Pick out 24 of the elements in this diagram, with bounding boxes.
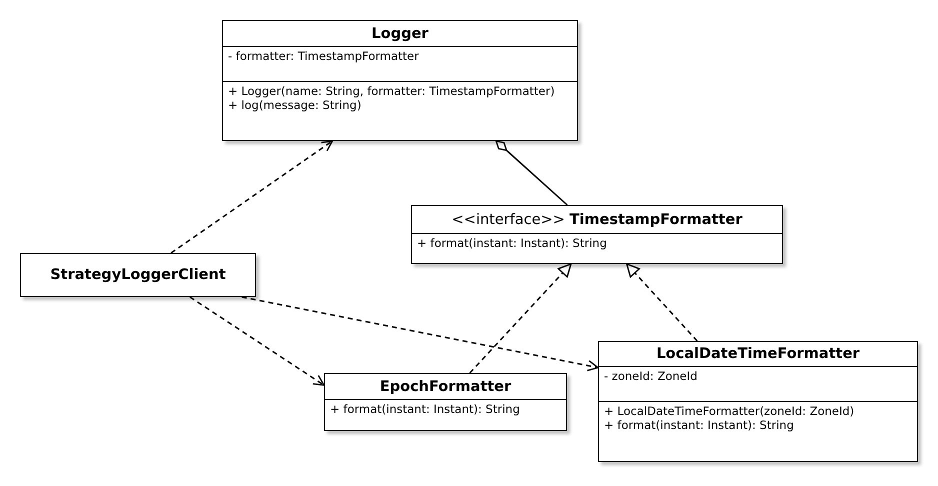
method-text: + format(instant: Instant): String — [604, 418, 794, 432]
attribute-text: - formatter: TimestampFormatter — [228, 49, 419, 63]
method-text: + format(instant: Instant): String — [330, 402, 520, 416]
class-name: EpochFormatter — [378, 378, 512, 396]
class-box — [20, 253, 256, 297]
dashed-arrow — [190, 296, 325, 386]
class-box — [222, 20, 578, 141]
dashed-arrow — [170, 140, 334, 254]
class-name: StrategyLoggerClient — [49, 266, 227, 285]
class-name: <<interface>> TimestampFormatter — [450, 210, 744, 230]
method-text: + log(message: String) — [228, 98, 362, 112]
method-text: + LocalDateTimeFormatter(zoneId: ZoneId) — [604, 404, 854, 418]
class-box — [411, 205, 783, 264]
dashed-arrow — [242, 296, 599, 372]
method-text: + Logger(name: String, formatter: TimestampFormatter) — [228, 84, 555, 98]
dashed-arrow — [469, 263, 572, 374]
dashed-arrow — [626, 263, 698, 342]
aggregation-line — [495, 140, 568, 206]
class-name: Logger — [370, 24, 430, 44]
class-box — [598, 341, 918, 462]
method-text: + format(instant: Instant): String — [417, 236, 607, 250]
class-box — [324, 373, 567, 431]
attribute-text: - zoneId: ZoneId — [604, 369, 698, 383]
class-name: LocalDateTimeFormatter — [655, 345, 861, 364]
